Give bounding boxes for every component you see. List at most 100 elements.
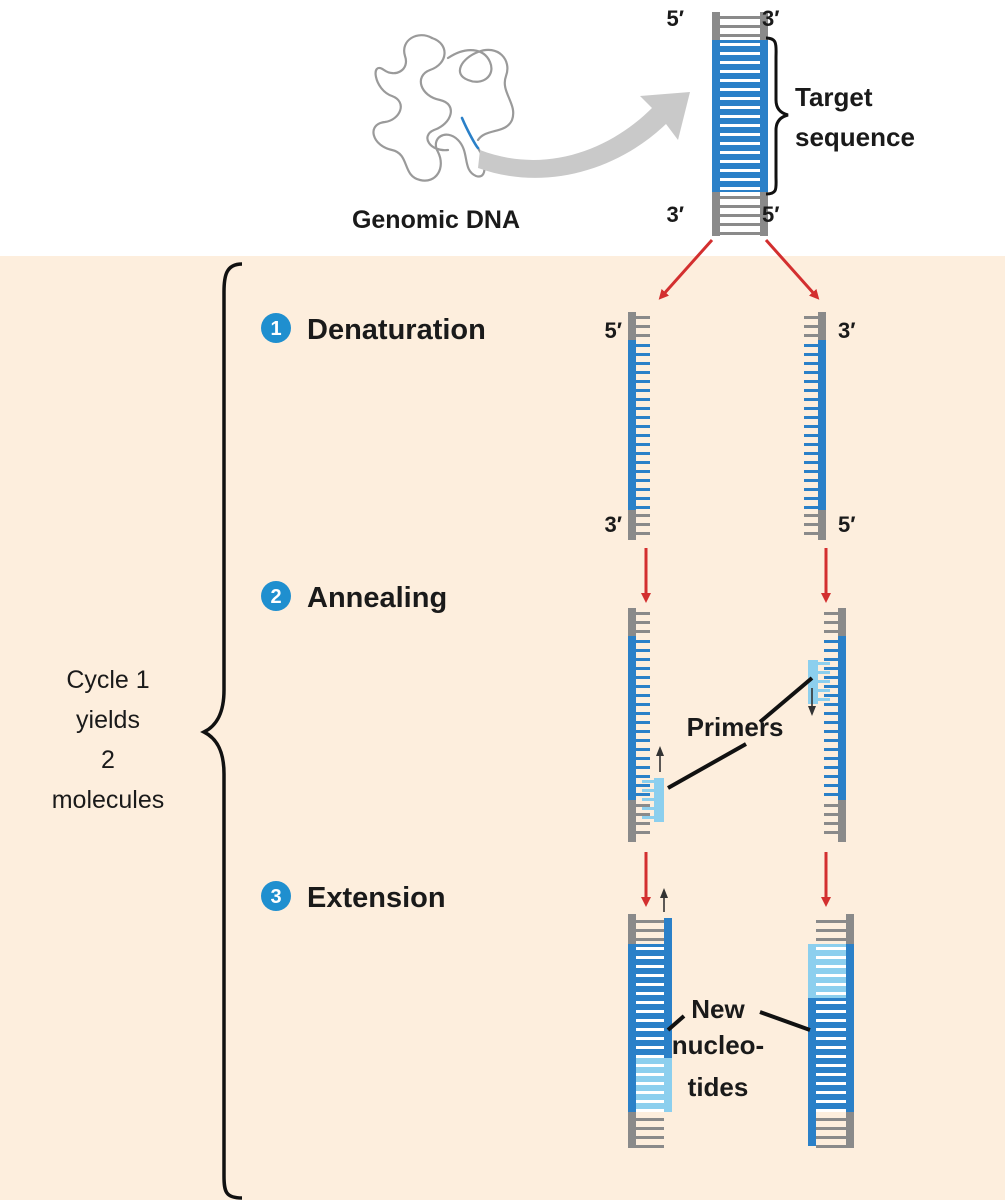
top-base-pair <box>720 232 760 235</box>
anneal-right-template-base <box>824 621 838 624</box>
extend-right-base-pair <box>816 1082 846 1085</box>
denatured-right-base <box>804 353 818 356</box>
extend-left-base-pair <box>636 1055 664 1058</box>
top-base-pair <box>720 142 760 145</box>
anneal-left-template-base <box>636 766 650 769</box>
extend-right-base-pair <box>816 938 846 941</box>
denatured-left-base <box>636 532 650 535</box>
top-base-pair <box>720 160 760 163</box>
extend-left-base-pair <box>636 983 664 986</box>
denatured-right-base <box>804 532 818 535</box>
anneal-right-template-base <box>824 822 838 825</box>
extend-right-base-pair <box>816 992 846 995</box>
denatured-right-bottom-end: 5′ <box>838 512 856 537</box>
anneal-right-primer-base <box>818 689 830 692</box>
extend-left-base-pair <box>636 956 664 959</box>
denatured-right-base <box>804 371 818 374</box>
denatured-right-base <box>804 380 818 383</box>
anneal-left-template-base <box>636 649 650 652</box>
top-base-pair <box>720 61 760 64</box>
step-2: 2 Annealing <box>261 581 447 614</box>
denatured-left-bottom-end: 3′ <box>604 512 622 537</box>
denatured-left-base <box>636 316 650 319</box>
extend-left-base-pair <box>636 974 664 977</box>
cycle-label-line2: yields <box>76 706 140 734</box>
denatured-right-backbone <box>818 312 826 340</box>
anneal-right-template-base <box>824 630 838 633</box>
extend-left-base-pair <box>636 920 664 923</box>
step-2-number: 2 <box>270 586 281 608</box>
anneal-right-template-backbone <box>838 608 846 636</box>
denatured-left-base <box>636 344 650 347</box>
cycle-label-line1: Cycle 1 <box>66 666 149 694</box>
denatured-right-base <box>804 470 818 473</box>
anneal-left-template-base <box>636 721 650 724</box>
anneal-left-template-base <box>636 739 650 742</box>
anneal-right-template-base <box>824 612 838 615</box>
denatured-left-base <box>636 461 650 464</box>
step-1-label: Denaturation <box>307 314 486 346</box>
extend-right-base-pair <box>816 974 846 977</box>
anneal-right-primer-base <box>818 671 830 674</box>
anneal-left-template-backbone <box>628 608 636 636</box>
denatured-right-base <box>804 398 818 401</box>
denatured-left-base <box>636 506 650 509</box>
denatured-right-base <box>804 488 818 491</box>
top-base-pair <box>720 124 760 127</box>
anneal-left-primer <box>654 778 664 822</box>
anneal-right-template-base <box>824 730 838 733</box>
denatured-right-base <box>804 479 818 482</box>
anneal-right-template-base <box>824 784 838 787</box>
anneal-left-template-base <box>636 757 650 760</box>
anneal-left-template-base <box>636 612 650 615</box>
extend-left-base-pair <box>636 1046 664 1049</box>
anneal-left-template-base <box>636 775 650 778</box>
denatured-left-base <box>636 514 650 517</box>
anneal-right-template-base <box>824 640 838 643</box>
denatured-left-base <box>636 470 650 473</box>
extend-right-base-pair <box>816 920 846 923</box>
denatured-left-base <box>636 334 650 337</box>
extend-right-template-backbone <box>846 944 854 1112</box>
anneal-left-template-base <box>636 694 650 697</box>
denatured-left-base <box>636 416 650 419</box>
primer-callout-left <box>667 742 747 790</box>
top-base-pair <box>720 178 760 181</box>
extend-left-new-strand <box>664 918 672 1058</box>
primer-direction-arrows <box>656 688 816 912</box>
denatured-left-base <box>636 488 650 491</box>
extend-left-base-pair <box>636 1019 664 1022</box>
anneal-right-primer-base <box>818 662 830 665</box>
anneal-right-template-base <box>824 831 838 834</box>
top-strand-right-backbone <box>760 40 768 192</box>
extend-left-primer-part <box>664 1058 672 1112</box>
anneal-left-template-base <box>636 703 650 706</box>
step-1-badge <box>261 313 291 343</box>
extend-left-base-pair <box>636 1064 664 1067</box>
top-base-pair <box>720 187 760 190</box>
top-strand-left-backbone <box>712 40 720 192</box>
target-brace <box>765 36 789 196</box>
anneal-right-template-base <box>824 649 838 652</box>
cycle-label-line3: 2 <box>101 746 115 774</box>
anneal-left-template-base <box>636 658 650 661</box>
anneal-right-template-base <box>824 703 838 706</box>
extend-left-template-backbone <box>628 914 636 944</box>
anneal-right-template-base <box>824 685 838 688</box>
denatured-right-base <box>804 362 818 365</box>
denatured-right-base <box>804 514 818 517</box>
anneal-left-template-base <box>636 822 650 825</box>
denatured-left-base <box>636 443 650 446</box>
step-3-number: 3 <box>270 886 281 908</box>
top-base-pair <box>720 70 760 73</box>
extend-left-base-pair <box>636 1109 664 1112</box>
denatured-right-base <box>804 425 818 428</box>
denatured-right-base <box>804 344 818 347</box>
extend-right-template-backbone <box>846 1112 854 1148</box>
extend-right-base-pair <box>816 929 846 932</box>
extend-right-base-pair <box>816 1001 846 1004</box>
step-3: 3 Extension <box>261 881 446 914</box>
top-base-pair <box>720 43 760 46</box>
extend-left-base-pair <box>636 1091 664 1094</box>
new-nucleotides-line1: New <box>691 994 745 1024</box>
